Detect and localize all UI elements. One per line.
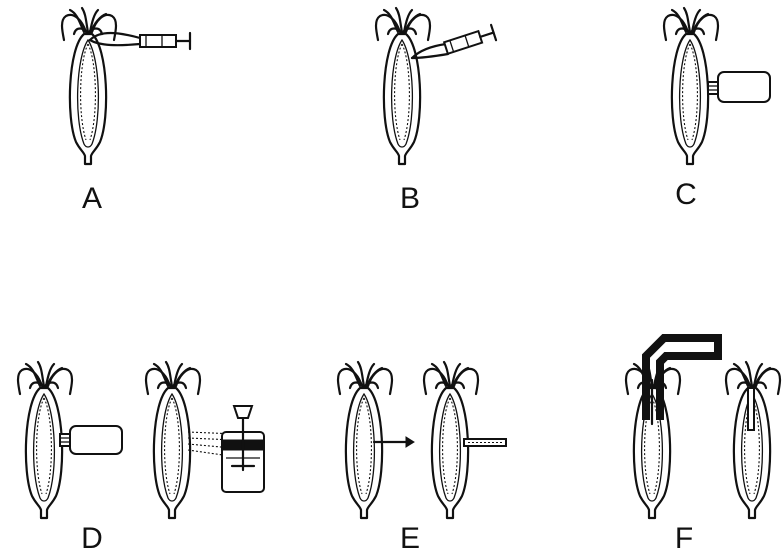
panel-label-a: A (82, 182, 102, 215)
clamp-icon (464, 439, 506, 446)
panel-a: A (62, 8, 190, 215)
panel-c: C (664, 8, 770, 211)
panel-label-f: F (675, 522, 693, 554)
arrow-icon (374, 437, 414, 447)
tube-icon (646, 338, 718, 424)
panel-b: B (376, 8, 496, 215)
container-icon (188, 406, 264, 492)
panel-label-e: E (400, 522, 420, 554)
hydra-organism-icon (338, 362, 392, 518)
vial-icon (708, 72, 770, 102)
rod-icon (748, 388, 754, 430)
syringe-icon (90, 33, 190, 49)
hydra-organism-icon (146, 362, 200, 518)
panel-d: D (18, 362, 264, 554)
panel-label-d: D (81, 522, 103, 554)
vial-icon (60, 426, 122, 454)
hydra-organism-icon (62, 8, 116, 164)
hydra-organism-icon (726, 362, 780, 518)
syringe-icon (412, 25, 496, 58)
panel-label-b: B (400, 182, 420, 215)
panel-label-c: C (675, 178, 697, 211)
panel-e: E (338, 362, 506, 554)
panel-f: F (626, 338, 780, 554)
hydra-organism-icon (376, 8, 430, 164)
